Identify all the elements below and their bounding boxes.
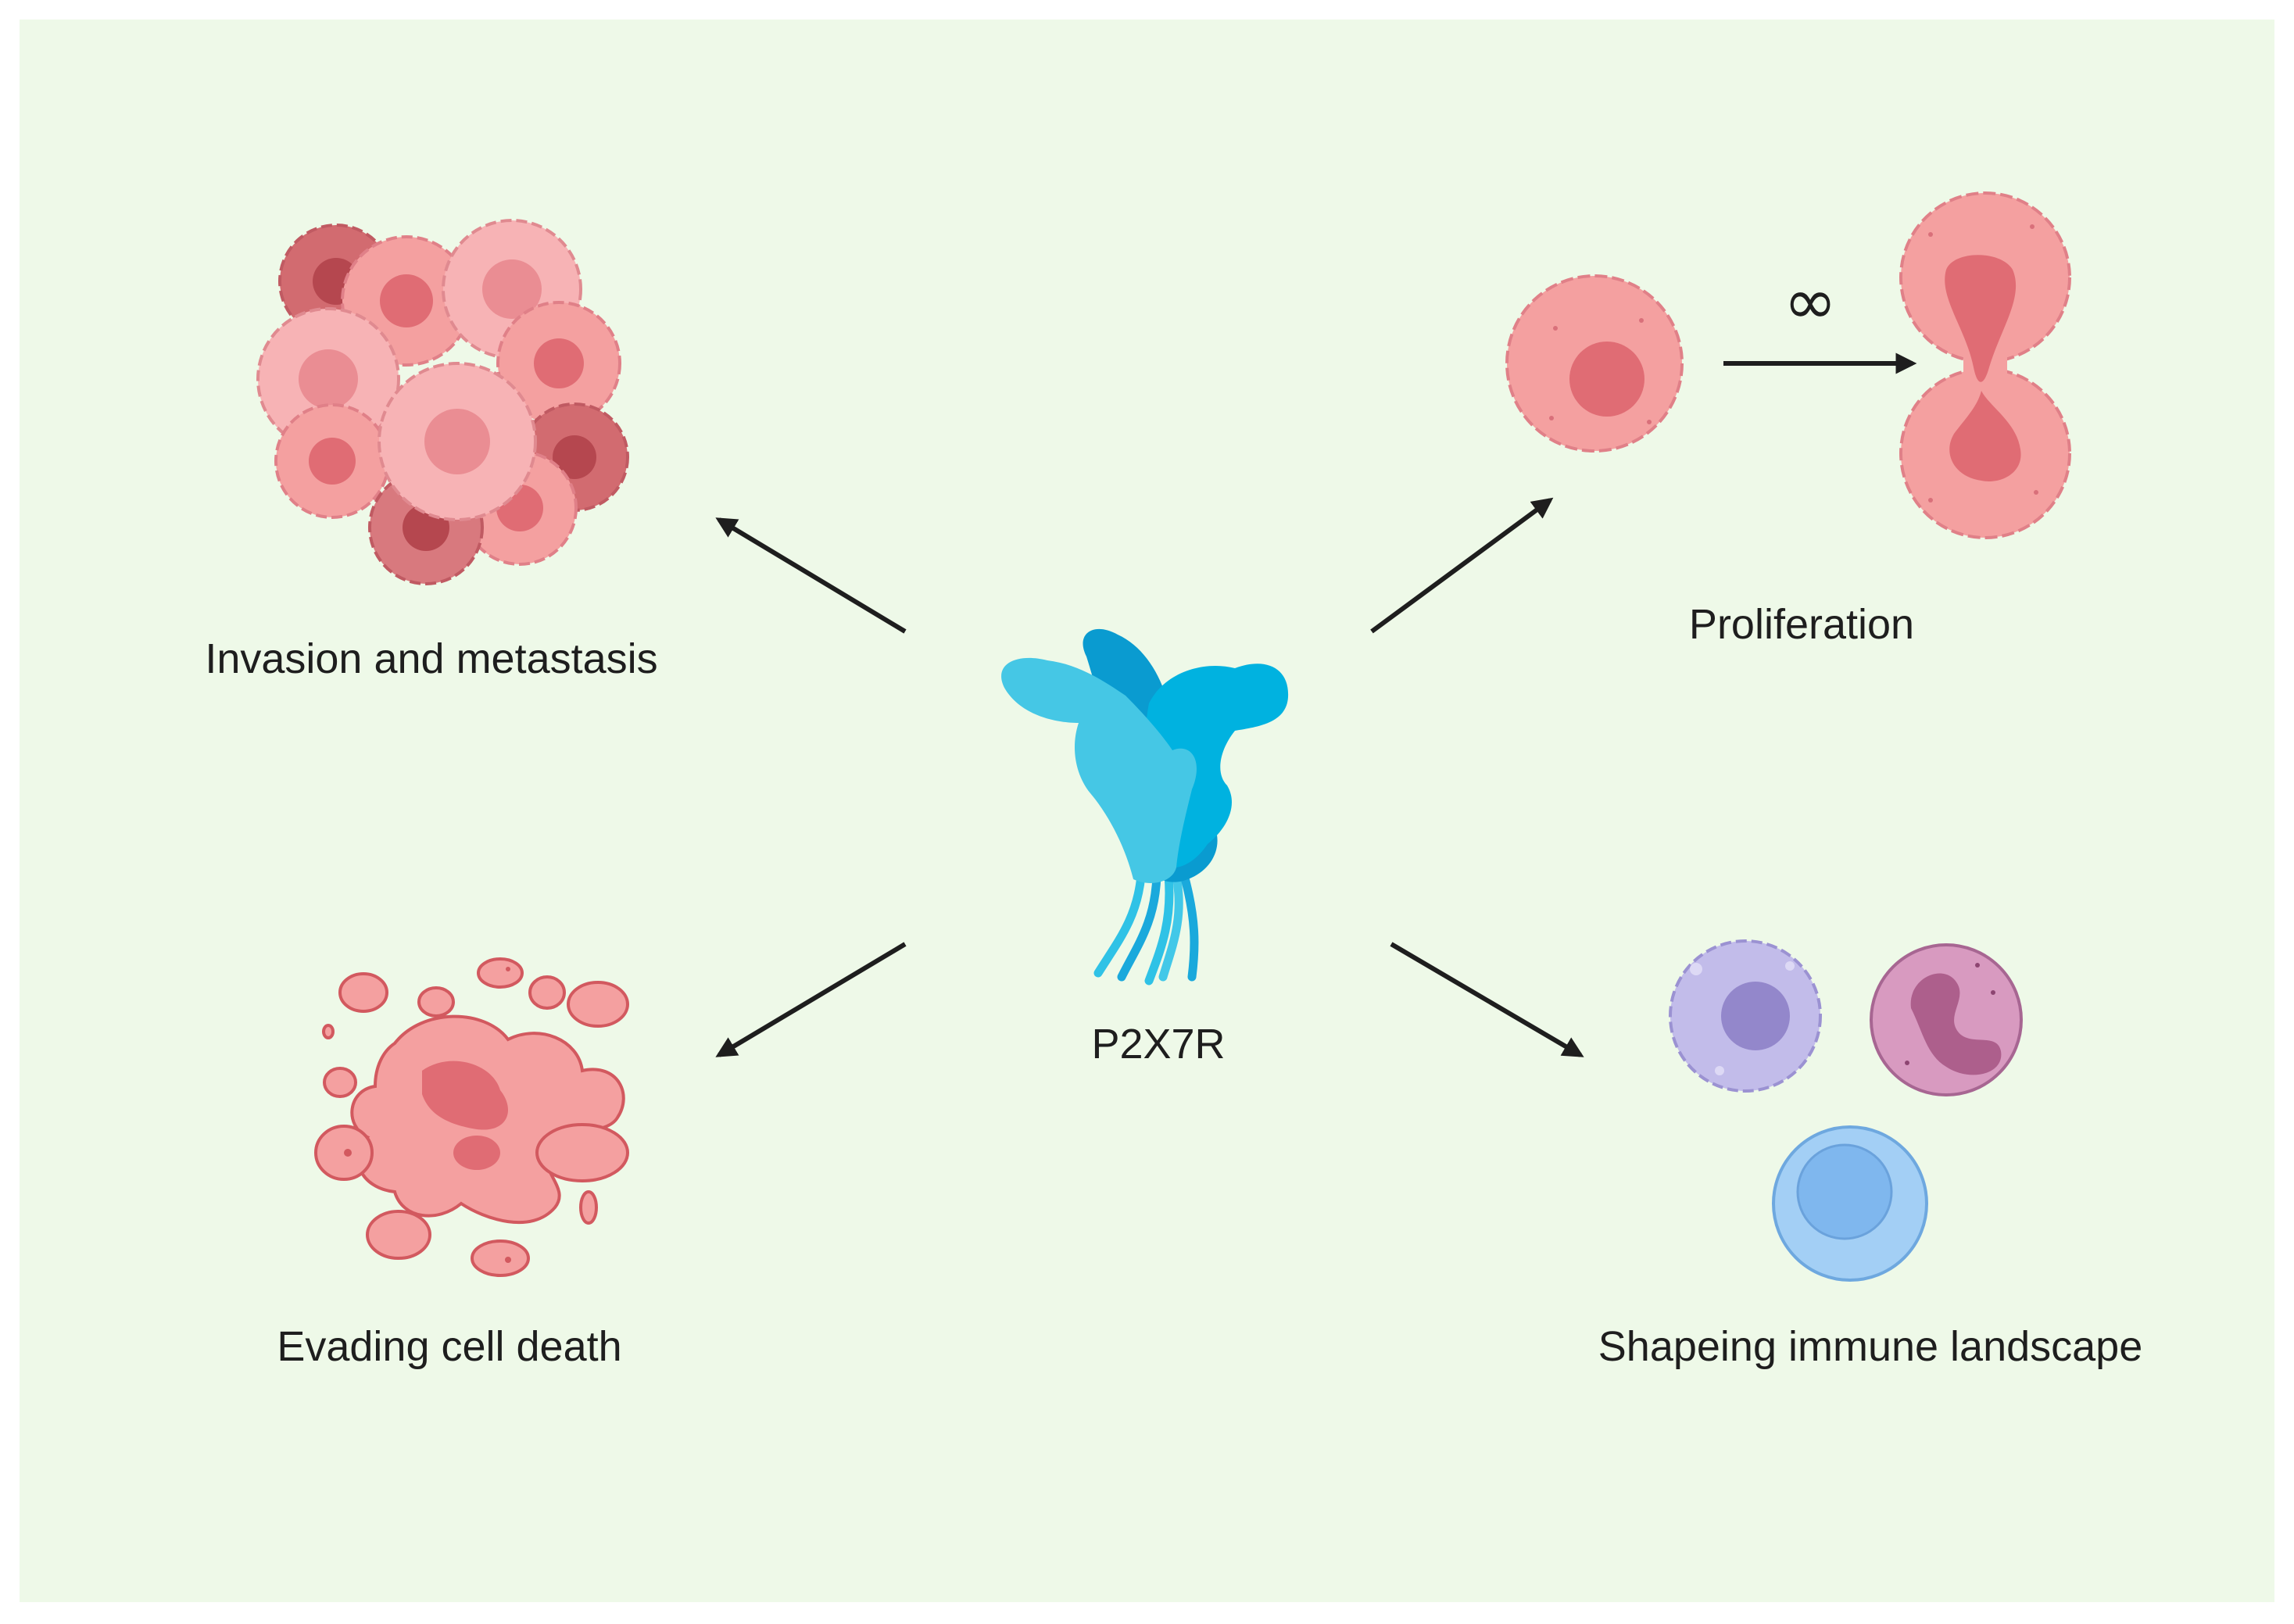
receptor-tails — [1093, 871, 1199, 985]
single-cell — [1505, 274, 1684, 453]
infinity-symbol: ∞ — [1783, 265, 1838, 339]
label-proliferation: Proliferation — [1688, 601, 1915, 648]
tumor-cell-cluster-icon — [256, 219, 629, 585]
label-receptor: P2X7R — [1091, 1021, 1226, 1068]
label-invasion: Invasion and metastasis — [205, 635, 658, 682]
arrows — [715, 352, 1917, 1057]
neutrophil-cell — [1870, 943, 2023, 1096]
dividing-cell — [1899, 191, 2071, 539]
fragmented-cell-icon — [314, 957, 629, 1277]
arrow-to-proliferation — [1370, 497, 1554, 634]
label-evading: Evading cell death — [277, 1323, 622, 1370]
immune-cells-icon — [1669, 939, 2023, 1282]
receptor-subunit-front — [1001, 657, 1197, 883]
arrow-to-invasion — [715, 517, 907, 634]
macrophage-cell — [1669, 939, 1822, 1093]
arrow-to-evading — [715, 942, 907, 1057]
dividing-cell-icon — [1505, 191, 2071, 539]
arrow-to-immune — [1390, 942, 1584, 1057]
label-immune: Shapeing immune landscape — [1598, 1323, 2143, 1370]
lymphocyte-cell — [1772, 1125, 1928, 1282]
p2x7-receptor-icon — [1001, 628, 1289, 985]
